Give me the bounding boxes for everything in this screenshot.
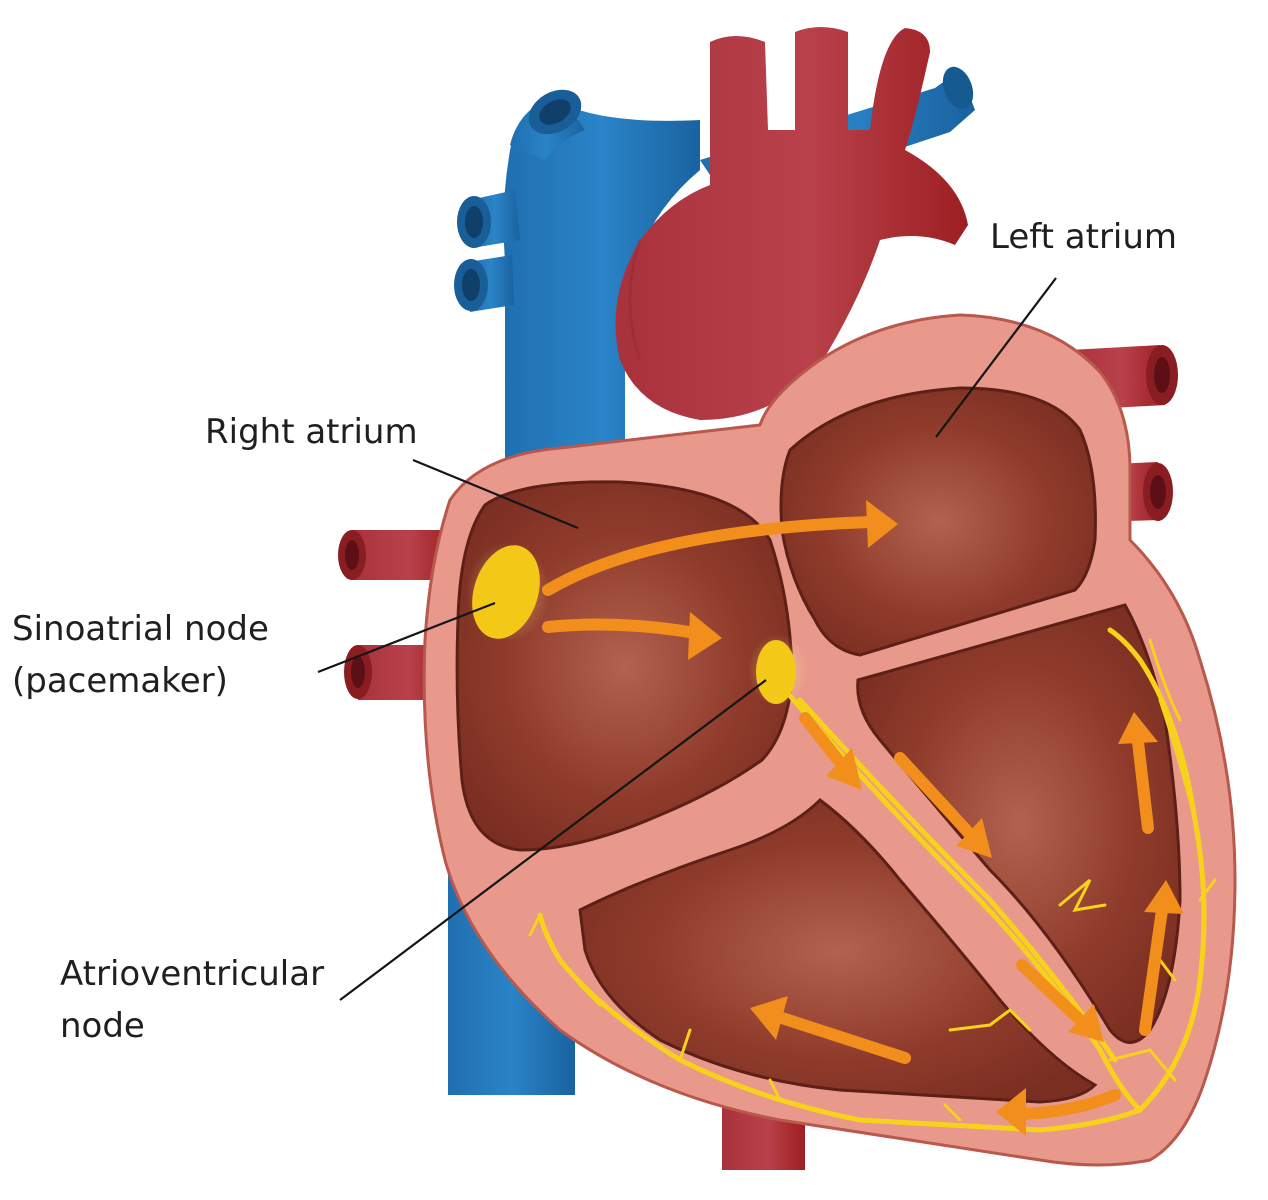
sinoatrial-node-label: Sinoatrial node (12, 609, 269, 649)
signal-arrows (542, 500, 1184, 1136)
atrioventricular-node-sublabel: node (60, 1006, 145, 1046)
left-atrium-label: Left atrium (990, 217, 1177, 257)
atrioventricular-node-label: Atrioventricular (60, 954, 324, 994)
left-atrium-leader (935, 277, 1057, 438)
right-atrium-label: Right atrium (205, 412, 418, 452)
superior-vena-cava (454, 89, 700, 560)
purkinje-fibers (528, 627, 1217, 1133)
sinoatrial-node (466, 542, 550, 642)
atrioventricular-node (748, 634, 808, 706)
sinoatrial-node-leader (317, 601, 496, 674)
left-atrium-chamber (779, 386, 1097, 657)
sinoatrial-node-sublabel: (pacemaker) (12, 661, 228, 701)
aortic-arch (615, 27, 968, 420)
atrioventricular-node-leader (339, 679, 767, 1001)
right-atrium-leader (412, 458, 579, 530)
